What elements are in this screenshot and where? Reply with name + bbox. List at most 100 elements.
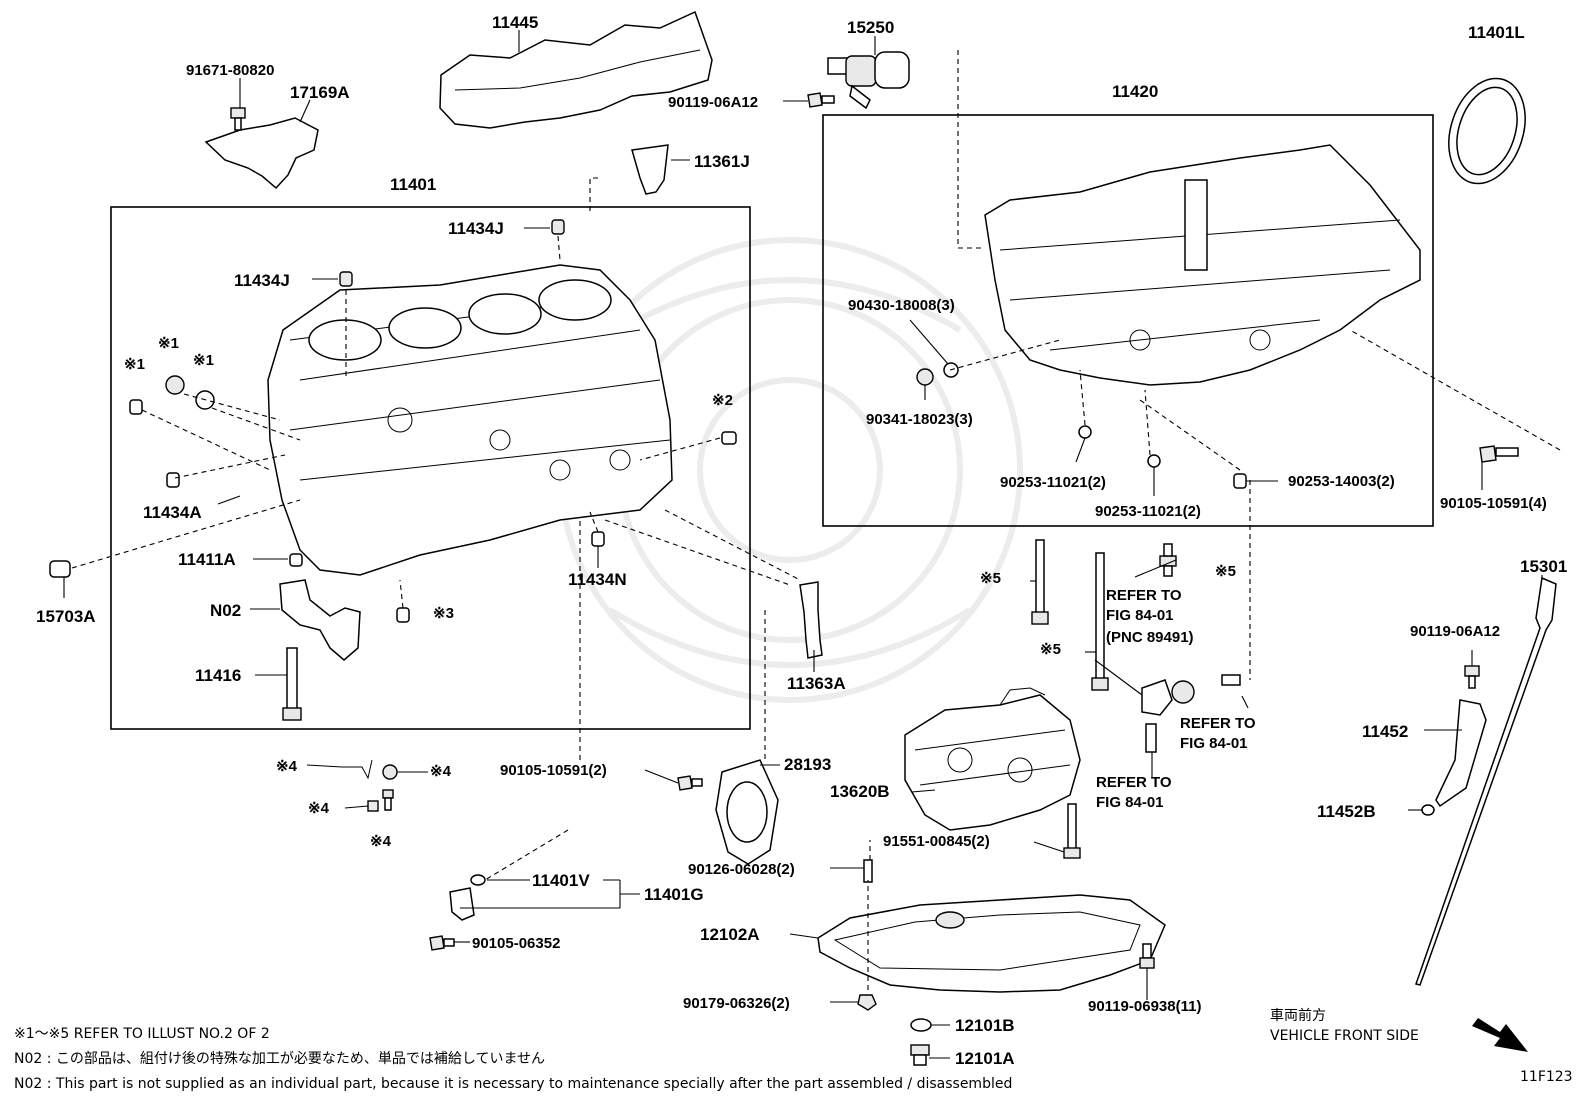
bracket-11361J (631, 144, 669, 195)
dipstick-guide-11452 (1435, 699, 1487, 808)
pin-ref1-a (129, 399, 143, 415)
label-90105-10591-a: 90105-10591(4) (1440, 495, 1547, 512)
plug-90341-18023 (916, 368, 934, 386)
label-90105-06352: 90105-06352 (472, 935, 560, 952)
bracket-11401G (449, 887, 475, 921)
balance-shaft-assembly-13620B (904, 687, 1081, 831)
assembly-lines (71, 50, 1561, 990)
label-11434J-a: 11434J (448, 219, 504, 238)
pin-11411A (289, 553, 303, 567)
label-11452: 11452 (1362, 722, 1408, 741)
label-90430-18008: 90430-18008(3) (848, 297, 955, 314)
gasket-12101B (910, 1018, 932, 1032)
pipe-ref4-a (342, 759, 373, 780)
bolt-ref4-d (382, 789, 394, 811)
label-11411A: 11411A (178, 550, 236, 569)
label-11401: 11401 (390, 175, 436, 194)
label-N02: N02 (210, 601, 241, 620)
bolt-91671-80820 (230, 107, 246, 131)
label-17169A: 17169A (290, 83, 350, 102)
oring-11452B (1421, 804, 1435, 816)
label-ref5-c: ※5 (1040, 641, 1061, 658)
label-13620B: 13620B (830, 782, 890, 801)
label-ref5-a: ※5 (980, 570, 1001, 587)
footnote-n02-en: N02 : This part is not supplied as an in… (14, 1076, 1012, 1092)
label-12102A: 12102A (700, 925, 760, 944)
label-refer-b1: REFER TO (1180, 715, 1256, 732)
bolt-ref4-b (382, 764, 398, 780)
label-refer-c1: REFER TO (1096, 774, 1172, 791)
label-ref4-c: ※4 (308, 800, 330, 817)
plug-ref1-b (165, 375, 185, 395)
oil-pressure-switch-group (1141, 674, 1241, 753)
label-15301: 15301 (1520, 557, 1567, 576)
label-11434A: 11434A (143, 503, 202, 522)
label-28193: 28193 (784, 755, 831, 774)
bearing-cap-N02 (279, 579, 361, 661)
bolt-ref5-c (1091, 552, 1109, 691)
bolt-ref5-a (1031, 539, 1049, 625)
oil-control-valve-15250 (827, 51, 910, 110)
label-11434J-b: 11434J (234, 271, 290, 290)
label-90105-10591-b: 90105-10591(2) (500, 762, 607, 779)
hose-11363A (799, 581, 823, 659)
gasket-28193 (715, 759, 779, 865)
label-90253-11021-a: 90253-11021(2) (1000, 474, 1106, 491)
bracket-17169A (204, 117, 319, 190)
label-ref5-b: ※5 (1215, 563, 1236, 580)
label-90253-11021-b: 90253-11021(2) (1095, 503, 1201, 520)
pin-11434N (591, 531, 605, 547)
label-11401V: 11401V (532, 871, 590, 890)
bolt-90119-06A12-a (807, 92, 835, 108)
vehicle-front-label-en: VEHICLE FRONT SIDE (1270, 1028, 1419, 1044)
part-labels: 11445 91671-80820 17169A 15250 90119-06A… (36, 13, 1567, 1068)
label-11416: 11416 (195, 666, 241, 685)
stud-90126-06028 (863, 859, 873, 883)
label-ref3: ※3 (433, 605, 454, 622)
label-11361J: 11361J (694, 152, 750, 171)
dipstick-15301 (1415, 576, 1557, 986)
label-refer-a3: (PNC 89491) (1106, 629, 1194, 646)
label-91551-00845: 91551-00845(2) (883, 833, 990, 850)
bolt-90119-06A12-b (1464, 665, 1480, 689)
label-11434N: 11434N (568, 570, 627, 589)
bolt-90105-06352 (429, 935, 455, 951)
label-ref4-a: ※4 (276, 758, 298, 775)
bolt-91551-00845 (1063, 803, 1081, 859)
pin-90253-11021-b (1147, 454, 1161, 468)
bolt-ref4-c (367, 800, 379, 812)
nut-90179-06326 (857, 994, 877, 1011)
label-12101A: 12101A (955, 1049, 1015, 1068)
label-ref1-c: ※1 (193, 352, 214, 369)
footnote-n02-jp: N02 : この部品は、組付け後の特殊な加工が必要なため、単品では補給していませ… (14, 1051, 545, 1067)
label-ref2: ※2 (712, 392, 733, 409)
footnote-refer: ※1～※5 REFER TO ILLUST NO.2 OF 2 (14, 1026, 270, 1042)
label-ref4-d: ※4 (370, 833, 392, 850)
label-90119-06938: 90119-06938(11) (1088, 998, 1201, 1015)
pin-90253-14003 (1233, 473, 1247, 489)
bolt-ref5-b (1159, 543, 1177, 577)
oil-seal-11401L (1448, 77, 1526, 185)
label-15250: 15250 (847, 18, 894, 37)
label-90179-06326: 90179-06326(2) (683, 995, 790, 1012)
figure-code: 11F123 (1520, 1069, 1573, 1085)
bolt-11416 (282, 647, 302, 721)
cylinder-block-group-box (110, 206, 751, 730)
plug-15703A (49, 560, 71, 578)
label-90253-14003: 90253-14003(2) (1288, 473, 1395, 490)
label-refer-c2: FIG 84-01 (1096, 794, 1164, 811)
label-11401G: 11401G (644, 885, 704, 904)
bolt-90105-10591-a (1479, 445, 1519, 463)
watermark-emblem (557, 237, 1023, 703)
label-90341-18023: 90341-18023(3) (866, 411, 973, 428)
cap-11434J-a (551, 219, 565, 235)
label-refer-a1: REFER TO (1106, 587, 1182, 604)
pin-ref3 (396, 607, 410, 623)
label-ref4-b: ※4 (430, 763, 452, 780)
label-11363A: 11363A (787, 674, 846, 693)
label-11401L: 11401L (1468, 23, 1525, 42)
drain-plug-12101A (910, 1044, 930, 1066)
leader-lines (63, 30, 1543, 1059)
cylinder-block-11401 (267, 264, 673, 576)
